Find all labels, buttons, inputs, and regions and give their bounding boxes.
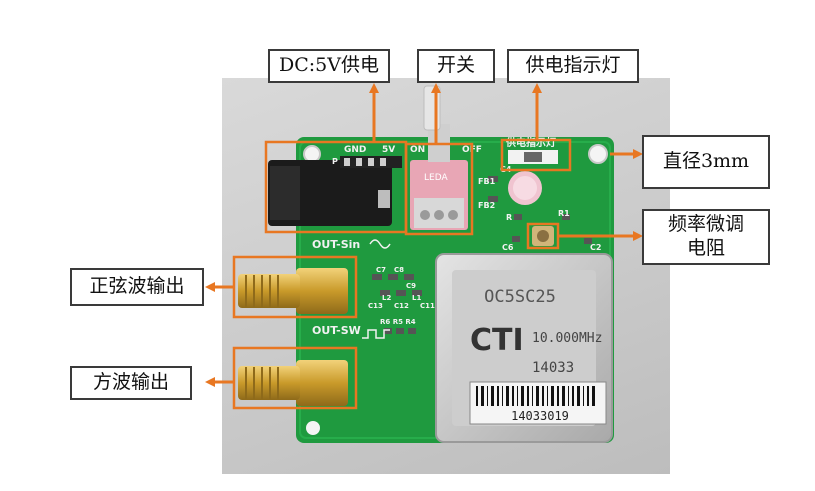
silk-l2: L2: [382, 294, 391, 302]
silk-c12: C12: [394, 302, 409, 310]
trim-resistor-knob: [537, 230, 549, 242]
label-trim-resistor: 频率微调 电阻: [642, 209, 770, 265]
oscillator-code: 14033: [532, 360, 574, 376]
silk-c2: C2: [590, 243, 601, 252]
label-square-output: 方波输出: [70, 366, 192, 400]
label-power-led: 供电指示灯: [507, 49, 639, 83]
power-led-chip: [524, 152, 542, 162]
label-trim-line1: 频率微调: [667, 213, 744, 236]
silk-out-sin: OUT-Sin: [312, 238, 360, 251]
oscillator-model: OC5SC25: [484, 287, 556, 307]
silk-square-wave: [362, 329, 390, 339]
toggle-switch-pin-1: [420, 210, 430, 220]
silk-l1: L1: [412, 294, 421, 302]
smd-components: [372, 176, 592, 334]
label-dc-power: DC:5V供电: [268, 49, 390, 83]
oscillator-brand: CTI: [470, 323, 524, 358]
silk-c13: C13: [368, 302, 383, 310]
toggle-switch-pin-2: [434, 210, 444, 220]
oscillator-barcode-number: 14033019: [511, 409, 569, 423]
mount-hole-top-left: [303, 145, 321, 163]
label-mount-hole: 直径3mm: [642, 135, 770, 189]
silk-c11: C11: [420, 302, 435, 310]
capacitor-c4-top: [513, 176, 537, 200]
mount-hole-top-right: [588, 144, 608, 164]
toggle-switch-lever: [423, 85, 441, 131]
silk-on: ON: [410, 145, 425, 155]
square-sma-threads: [245, 367, 279, 399]
sine-sma-threads: [245, 275, 279, 307]
sine-sma-mount: [296, 268, 348, 314]
oscillator-barcode-bars: [476, 386, 595, 406]
dc-jack-face: [270, 166, 300, 220]
toggle-switch-pin-3: [448, 210, 458, 220]
silk-c8: C8: [394, 266, 404, 274]
silk-power-led: 供电指示灯: [505, 136, 556, 149]
silk-c7: C7: [376, 266, 386, 274]
silk-out-sw: OUT-SW: [312, 324, 361, 337]
silk-fb2: FB2: [478, 201, 495, 210]
highlight-square-output: [232, 346, 358, 410]
silk-r-left: R: [506, 213, 512, 222]
silk-leda: LEDA: [424, 173, 448, 183]
silk-sine-wave: [369, 239, 391, 249]
label-trim-line2: 电阻: [686, 237, 725, 259]
silk-gnd: GND: [344, 145, 366, 155]
silk-c9: C9: [406, 282, 416, 290]
silk-c6: C6: [502, 243, 514, 252]
silk-r1: R1: [558, 209, 570, 218]
silk-fb1: FB1: [478, 177, 496, 186]
label-sine-output: 正弦波输出: [70, 268, 204, 306]
header-pins: [340, 156, 402, 168]
silk-5v: 5V: [382, 145, 395, 155]
square-sma-mount: [296, 360, 348, 406]
silk-r6r5r4: R6 R5 R4: [380, 318, 416, 326]
mount-hole-bottom-left: [306, 421, 320, 435]
highlight-switch: [404, 142, 474, 236]
silk-p: P: [332, 157, 338, 166]
label-switch: 开关: [417, 49, 495, 83]
oscillator-frequency: 10.000MHz: [532, 331, 602, 346]
dc-jack-pin: [378, 190, 390, 208]
